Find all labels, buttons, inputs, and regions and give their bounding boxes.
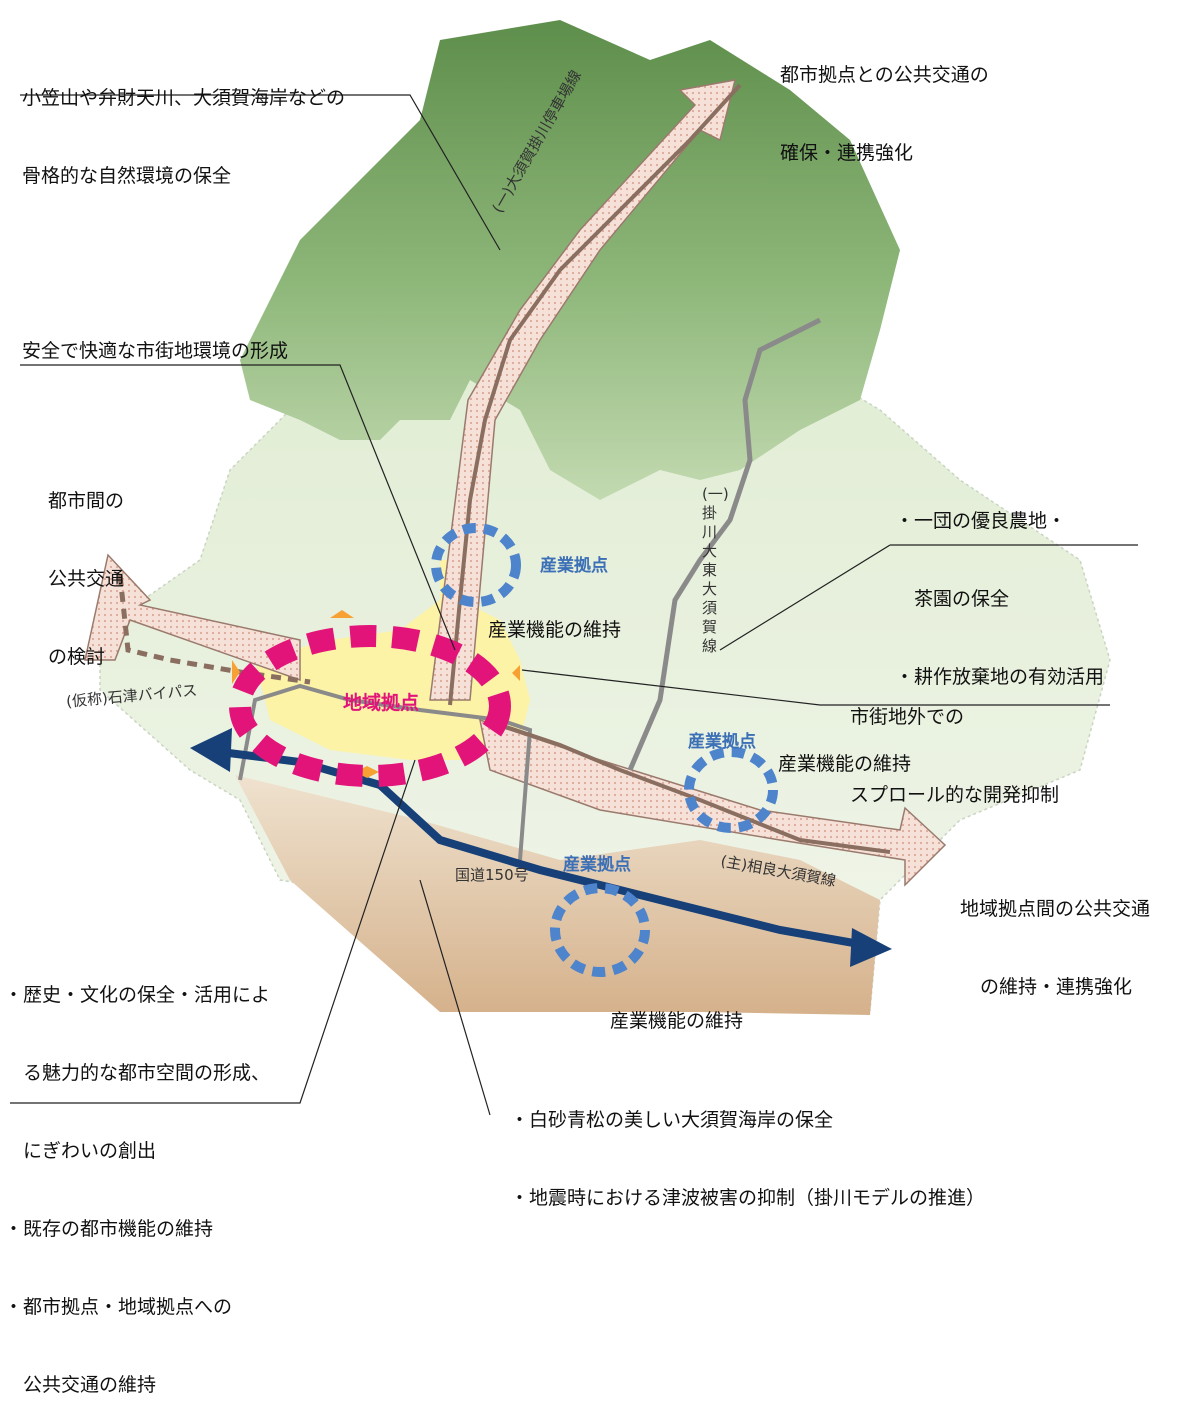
annotation-coast-line1: ・白砂青松の美しい大須賀海岸の保全 xyxy=(510,1109,834,1131)
road-main-east xyxy=(499,723,891,854)
expansion-arrow-1 xyxy=(330,610,354,618)
annotation-intercity: 都市間の 公共交通 の検討 xyxy=(48,436,124,696)
concept-map xyxy=(10,20,1138,1116)
industrial-hub-label-2: 産業拠点 xyxy=(688,732,756,752)
road-route-north xyxy=(448,83,742,706)
industrial-hub-ring-1 xyxy=(431,523,521,607)
annotation-history: ・歴史・文化の保全・活用によ る魅力的な都市空間の形成、 にぎわいの創出 ・既存… xyxy=(4,930,270,1424)
annotation-history-line4: ・既存の都市機能の維持 xyxy=(4,1218,214,1240)
annotation-history-line3: にぎわいの創出 xyxy=(4,1140,157,1162)
leader-urban-env xyxy=(20,364,456,651)
road-bypass-dashed xyxy=(117,574,311,685)
annotation-farmland-line1: ・一団の優良農地・ xyxy=(895,510,1067,532)
annotation-farmland-line2: 茶園の保全 xyxy=(895,588,1010,610)
annotation-industry-keep-1: 産業機能の維持 xyxy=(488,619,622,641)
annotation-transit-city-line1: 都市拠点との公共交通の xyxy=(780,64,989,86)
national-road-east-arrowhead xyxy=(850,928,892,967)
road-route-east xyxy=(627,317,822,771)
annotation-intercity-line3: の検討 xyxy=(48,646,106,668)
road-local-1 xyxy=(238,683,533,861)
regional-hub-label: 地域拠点 xyxy=(343,692,420,714)
annotation-regional-transit: 地域拠点間の公共交通 の維持・連携強化 xyxy=(960,844,1150,1026)
annotation-nature-line1: 小笠山や弁財天川、大須賀海岸などの xyxy=(22,87,346,109)
annotation-intercity-line1: 都市間の xyxy=(48,490,125,512)
leader-history xyxy=(10,759,416,1104)
annotation-farmland: ・一団の優良農地・ 茶園の保全 ・耕作放棄地の有効活用 xyxy=(895,456,1104,716)
leader-farmland xyxy=(719,544,1138,651)
road-label-east: (一)掛川大東大須賀線 xyxy=(702,485,729,655)
transit-corridor-north xyxy=(429,79,737,701)
expansion-arrow-4 xyxy=(232,660,240,684)
expansion-arrow-3 xyxy=(512,665,520,681)
annotation-industry-keep-2: 産業機能の維持 xyxy=(778,753,912,775)
industrial-hub-label-1: 産業拠点 xyxy=(540,556,608,576)
annotation-coast-line2: ・地震時における津波被害の抑制（掛川モデルの推進） xyxy=(510,1187,986,1209)
annotation-transit-city: 都市拠点との公共交通の 確保・連携強化 xyxy=(780,10,989,192)
annotation-coast: ・白砂青松の美しい大須賀海岸の保全 ・地震時における津波被害の抑制（掛川モデルの… xyxy=(510,1055,985,1237)
national-road-west-arrowhead xyxy=(190,728,232,772)
annotation-history-line6: 公共交通の維持 xyxy=(4,1374,157,1396)
annotation-intercity-line2: 公共交通 xyxy=(48,568,125,590)
annotation-history-line2: る魅力的な都市空間の形成、 xyxy=(4,1062,271,1084)
regional-hub-ring xyxy=(229,625,511,787)
annotation-sprawl: 市街地外での スプロール的な開発抑制 xyxy=(850,652,1059,834)
coast-area xyxy=(235,775,880,1015)
annotation-regional-transit-line2: の維持・連携強化 xyxy=(980,976,1133,998)
annotation-nature: 小笠山や弁財天川、大須賀海岸などの 骨格的な自然環境の保全 xyxy=(22,33,345,215)
annotation-sprawl-line1: 市街地外での xyxy=(850,706,965,728)
road-label-national: 国道150号 xyxy=(455,866,529,884)
annotation-industry-keep-3: 産業機能の維持 xyxy=(610,1010,744,1032)
annotation-history-line1: ・歴史・文化の保全・活用によ xyxy=(4,984,271,1006)
industrial-hub-label-3: 産業拠点 xyxy=(563,855,631,875)
annotation-history-line5: ・都市拠点・地域拠点への xyxy=(4,1296,233,1318)
annotation-sprawl-line2: スプロール的な開発抑制 xyxy=(850,784,1060,806)
leader-sprawl xyxy=(521,669,1110,706)
leader-nature xyxy=(20,94,501,251)
leader-coast xyxy=(419,879,491,1116)
annotation-urban-env: 安全で快適な市街地環境の形成 xyxy=(22,340,289,362)
annotation-transit-city-line2: 確保・連携強化 xyxy=(780,142,914,164)
annotation-nature-line2: 骨格的な自然環境の保全 xyxy=(22,165,232,187)
industrial-hub-ring-3 xyxy=(550,883,650,977)
annotation-regional-transit-line1: 地域拠点間の公共交通 xyxy=(960,898,1151,920)
industrial-hub-ring-2 xyxy=(684,747,778,833)
annotation-farmland-line3: ・耕作放棄地の有効活用 xyxy=(895,666,1105,688)
